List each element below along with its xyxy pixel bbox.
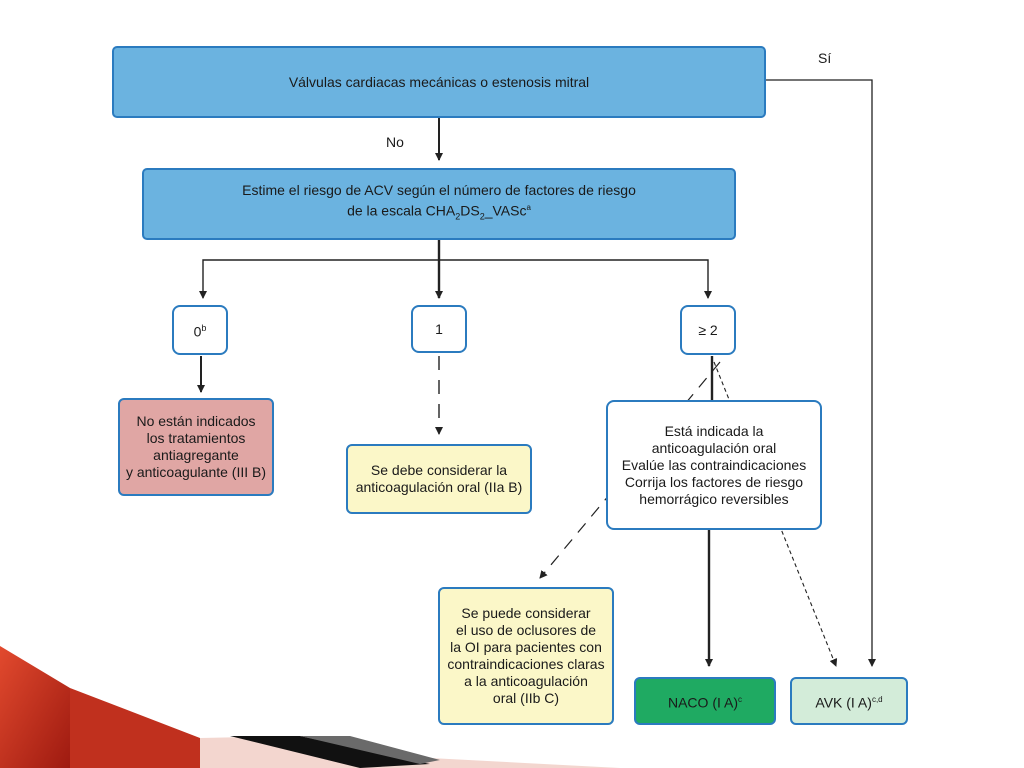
- not-indicated-box: No están indicados los tratamientos anti…: [118, 398, 274, 496]
- score-0-value: 0: [193, 323, 202, 340]
- score-2-box: ≥ 2: [680, 305, 736, 355]
- not-indicated-text: No están indicados los tratamientos anti…: [125, 413, 267, 480]
- indicated-oac-text: Está indicada la anticoagulación oral Ev…: [621, 422, 807, 507]
- score-0-sup: b: [201, 322, 207, 333]
- arrow-risk-to-2: [439, 259, 712, 299]
- occluders-text: Se puede considerar el uso de oclusores …: [447, 605, 605, 706]
- naco-sup: c: [738, 694, 742, 704]
- score-1-label: 1: [435, 320, 443, 337]
- occluders-box: Se puede considerar el uso de oclusores …: [438, 587, 614, 725]
- avk-label: AVK (I A)c,d: [815, 691, 882, 712]
- avk-box: AVK (I A)c,d: [790, 677, 908, 725]
- risk-sup-a: a: [526, 203, 531, 213]
- indicated-oac-box: Está indicada la anticoagulación oral Ev…: [606, 400, 822, 530]
- label-yes: Sí: [818, 50, 832, 66]
- risk-estimate-line2: de la escala CHA2DS2_VASca: [242, 199, 636, 225]
- score-0-box: 0b: [172, 305, 228, 355]
- avk-text: AVK (I A): [815, 694, 872, 711]
- risk-text-vasc: _VASc: [484, 202, 527, 219]
- naco-box: NACO (I A)c: [634, 677, 776, 725]
- valves-or-stenosis-box: Válvulas cardiacas mecánicas o estenosis…: [112, 46, 766, 118]
- slide-corner-decoration: [0, 646, 620, 768]
- risk-text-ds: DS: [460, 202, 480, 219]
- arrow-2-to-occluders: [539, 361, 721, 579]
- risk-estimate-line1: Estime el riesgo de ACV según el número …: [242, 182, 636, 199]
- score-0-label: 0b: [194, 320, 207, 341]
- consider-oac-box: Se debe considerar la anticoagulación or…: [346, 444, 532, 514]
- risk-text-cha: de la escala CHA: [347, 202, 456, 219]
- naco-text: NACO (I A): [667, 694, 738, 711]
- risk-sub-2: 2: [479, 211, 485, 222]
- avk-sup: c,d: [871, 694, 883, 704]
- label-no: No: [386, 134, 404, 150]
- risk-sub-1: 2: [455, 211, 461, 222]
- consider-oac-text: Se debe considerar la anticoagulación or…: [355, 462, 523, 495]
- arrow-risk-to-0: [199, 259, 439, 299]
- arrow-yes-to-avk: [766, 79, 876, 667]
- naco-label: NACO (I A)c: [668, 691, 742, 712]
- risk-estimate-box: Estime el riesgo de ACV según el número …: [142, 168, 736, 240]
- valves-or-stenosis-text: Válvulas cardiacas mecánicas o estenosis…: [288, 73, 590, 90]
- score-2-label: ≥ 2: [698, 321, 718, 338]
- score-1-box: 1: [411, 305, 467, 353]
